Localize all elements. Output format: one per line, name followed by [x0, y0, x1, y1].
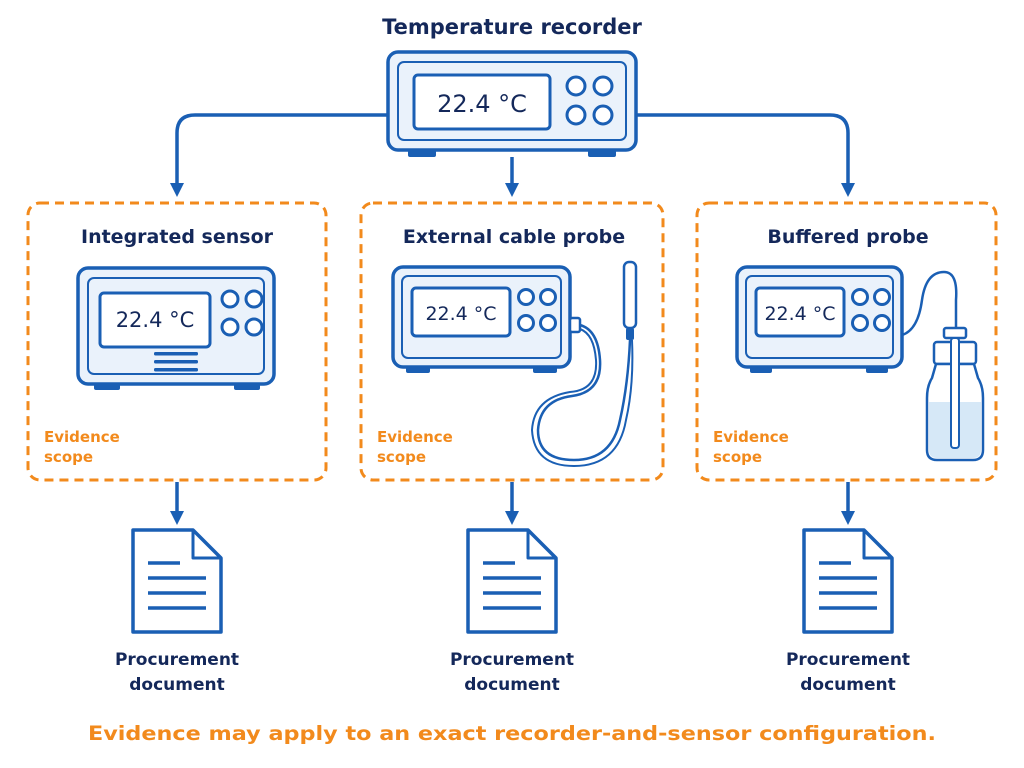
config-title: Buffered probe — [767, 226, 928, 248]
config-buffered-probe: Buffered probe 22.4 °C Evidence scope — [695, 201, 998, 482]
document-label: Procurement — [450, 650, 574, 670]
recorder-device-icon — [386, 50, 638, 157]
document-icon — [802, 528, 894, 634]
document-label: Procurement — [786, 650, 910, 670]
evidence-scope-label: scope — [44, 448, 93, 466]
config-title: Integrated sensor — [81, 226, 274, 248]
evidence-scope-box — [359, 201, 665, 482]
evidence-scope-label: Evidence — [44, 428, 120, 446]
document-label: document — [800, 675, 896, 695]
document-label: document — [129, 675, 225, 695]
cable-probe-icon — [391, 260, 638, 468]
sensor-display-reading: 22.4 °C — [764, 303, 835, 325]
config-external-cable-probe: External cable probe 22.4 °C Evidence sc… — [359, 201, 665, 482]
footer-note: Evidence may apply to an exact recorder-… — [88, 722, 936, 745]
document-icon — [466, 528, 558, 634]
evidence-scope-label: Evidence — [377, 428, 453, 446]
buffered-probe-icon — [735, 265, 985, 462]
document-label: document — [464, 675, 560, 695]
evidence-scope-label: scope — [377, 448, 426, 466]
document-label: Procurement — [115, 650, 239, 670]
sensor-display-reading: 22.4 °C — [425, 303, 496, 325]
document-connectors — [170, 482, 855, 525]
arrow-down-icon — [170, 113, 388, 197]
sensor-display-reading: 22.4 °C — [116, 308, 195, 332]
recorder-title: Temperature recorder — [382, 15, 642, 39]
config-integrated-sensor: Integrated sensor 22.4 °C Evidence scope — [26, 201, 328, 482]
evidence-scope-label: Evidence — [713, 428, 789, 446]
recorder-connectors — [170, 113, 855, 197]
integrated-sensor-icon — [76, 266, 276, 390]
evidence-scope-box — [695, 201, 998, 482]
recorder-display-reading: 22.4 °C — [437, 90, 527, 118]
config-title: External cable probe — [403, 226, 625, 248]
document-icon — [131, 528, 223, 634]
evidence-scope-label: scope — [713, 448, 762, 466]
evidence-scope-box — [26, 201, 328, 482]
arrow-down-icon — [636, 113, 855, 197]
